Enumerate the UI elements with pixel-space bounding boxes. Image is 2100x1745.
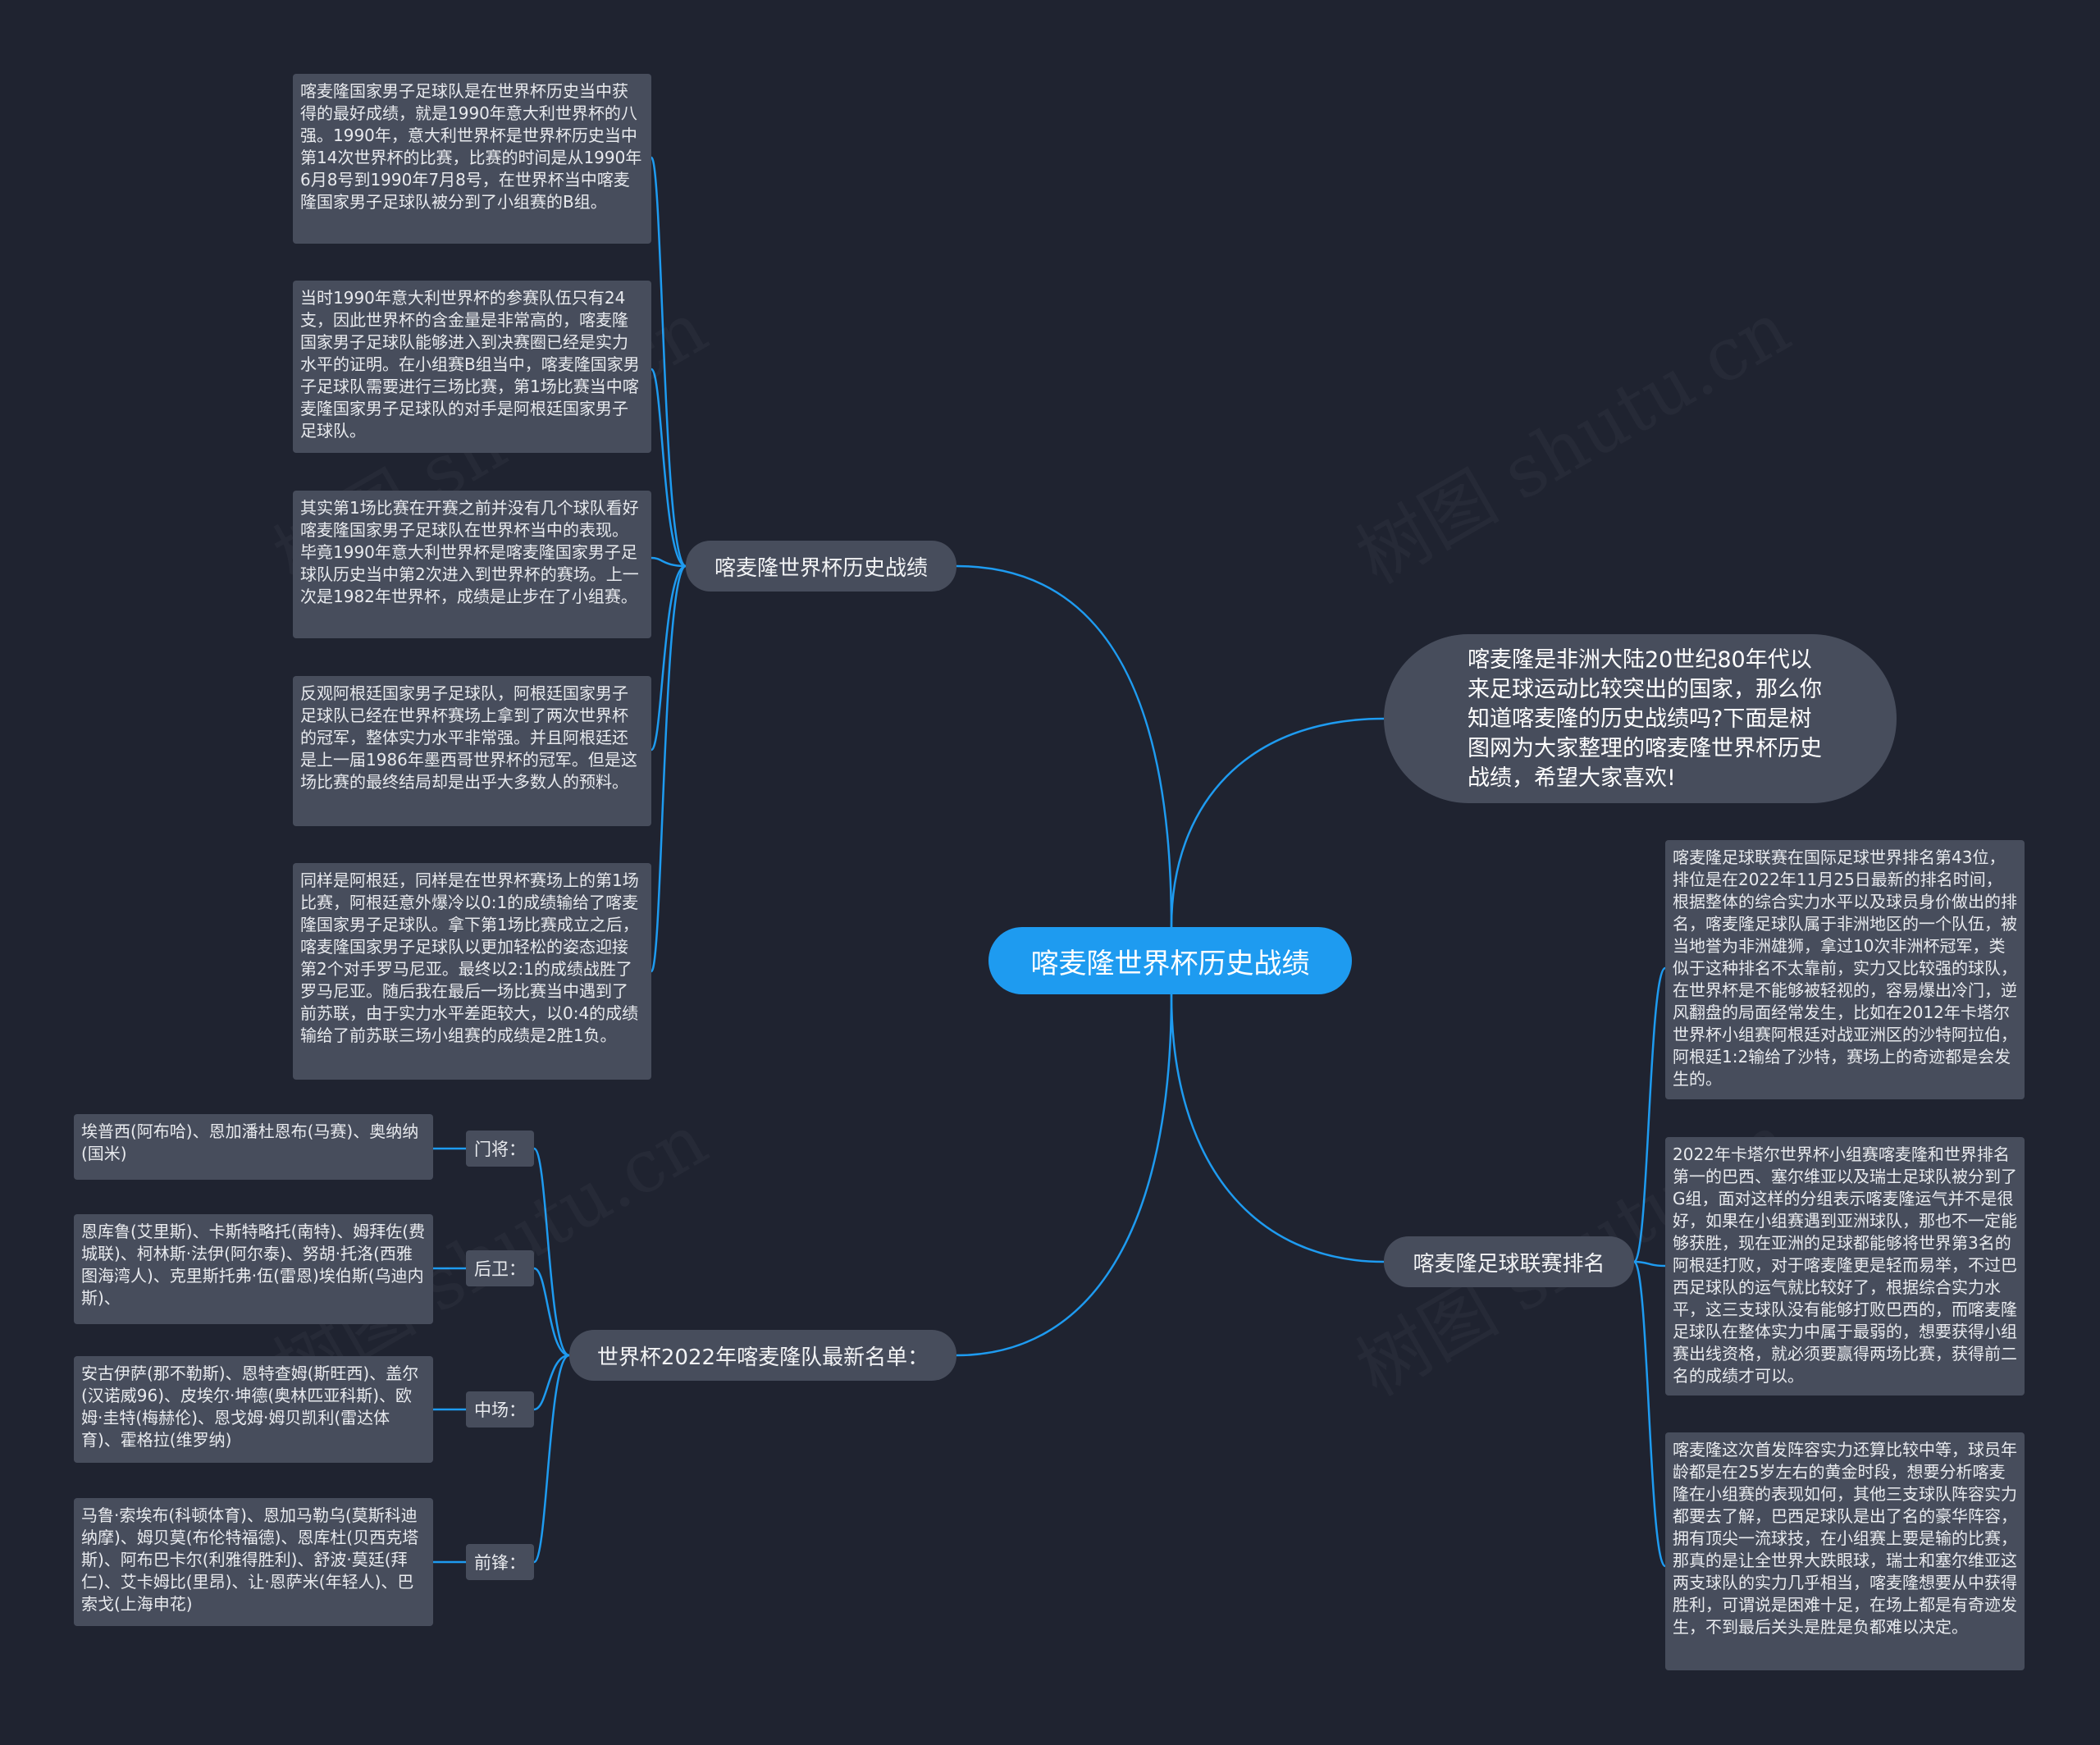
history-leaf-3[interactable]: 其实第1场比赛在开赛之前并没有几个球队看好喀麦隆国家男子足球队在世界杯当中的表现…: [293, 491, 651, 638]
branch-ranking[interactable]: 喀麦隆足球联赛排名: [1384, 1236, 1634, 1287]
intro-node[interactable]: 喀麦隆是非洲大陆20世纪80年代以来足球运动比较突出的国家，那么你知道喀麦隆的历…: [1384, 634, 1897, 803]
link-root-intro: [1170, 717, 1385, 928]
link-history-leaf-4: [650, 564, 687, 751]
link-history-leaf-5: [650, 564, 687, 973]
history-leaf-4[interactable]: 反观阿根廷国家男子足球队，阿根廷国家男子足球队已经在世界杯赛场上拿到了两次世界杯…: [293, 676, 651, 826]
link-roster-mf: [533, 1354, 570, 1411]
link-history-leaf-3: [651, 556, 687, 568]
history-leaf-1[interactable]: 喀麦隆国家男子足球队是在世界杯历史当中获得的最好成绩，就是1990年意大利世界杯…: [293, 74, 651, 244]
ranking-leaf-2[interactable]: 2022年卡塔尔世界杯小组赛喀麦隆和世界排名第一的巴西、塞尔维亚以及瑞士足球队被…: [1665, 1137, 2025, 1396]
ranking-leaf-1[interactable]: 喀麦隆足球联赛在国际足球世界排名第43位，排位是在2022年11月25日最新的排…: [1665, 840, 2025, 1099]
link-ranking-leaf-2: [1633, 1260, 1666, 1268]
link-root-roster: [956, 994, 1173, 1357]
link-history-leaf-2: [650, 368, 687, 568]
link-history-leaf-1: [650, 156, 687, 568]
link-ranking-leaf-1: [1632, 966, 1667, 1263]
link-ranking-leaf-3: [1632, 1260, 1667, 1568]
root-topic[interactable]: 喀麦隆世界杯历史战绩: [988, 927, 1352, 994]
history-leaf-5[interactable]: 同样是阿根廷，同样是在世界杯赛场上的第1场比赛，阿根廷意外爆冷以0:1的成绩输给…: [293, 863, 651, 1080]
history-leaf-2[interactable]: 当时1990年意大利世界杯的参赛队伍只有24支，因此世界杯的含金量是非常高的，喀…: [293, 281, 651, 453]
roster-midfielders-list[interactable]: 安古伊萨(那不勒斯)、恩特查姆(斯旺西)、盖尔(汉诺威96)、皮埃尔·坤德(奥林…: [74, 1356, 433, 1463]
link-root-ranking: [1170, 994, 1385, 1263]
branch-history[interactable]: 喀麦隆世界杯历史战绩: [686, 541, 956, 592]
tag-defenders[interactable]: 后卫：: [466, 1250, 534, 1286]
roster-defenders-list[interactable]: 恩库鲁(艾里斯)、卡斯特略托(南特)、姆拜佐(费城联)、柯林斯·法伊(阿尔泰)、…: [74, 1214, 433, 1324]
ranking-leaf-3[interactable]: 喀麦隆这次首发阵容实力还算比较中等，球员年龄都是在25岁左右的黄金时段，想要分析…: [1665, 1432, 2025, 1670]
branch-roster[interactable]: 世界杯2022年喀麦隆队最新名单：: [569, 1330, 956, 1381]
link-roster-gk: [532, 1147, 570, 1357]
roster-forwards-list[interactable]: 马鲁·索埃布(科顿体育)、恩加马勒乌(莫斯科迪纳摩)、姆贝莫(布伦特福德)、恩库…: [74, 1498, 433, 1626]
tag-forwards[interactable]: 前锋：: [466, 1544, 534, 1580]
tag-goalkeepers[interactable]: 门将：: [466, 1131, 534, 1167]
link-root-history: [956, 564, 1173, 928]
link-roster-df: [533, 1267, 570, 1357]
tag-midfielders[interactable]: 中场：: [466, 1391, 534, 1428]
link-roster-fw: [532, 1354, 570, 1564]
roster-goalkeepers-list[interactable]: 埃普西(阿布哈)、恩加潘杜恩布(马赛)、奥纳纳(国米): [74, 1114, 433, 1180]
